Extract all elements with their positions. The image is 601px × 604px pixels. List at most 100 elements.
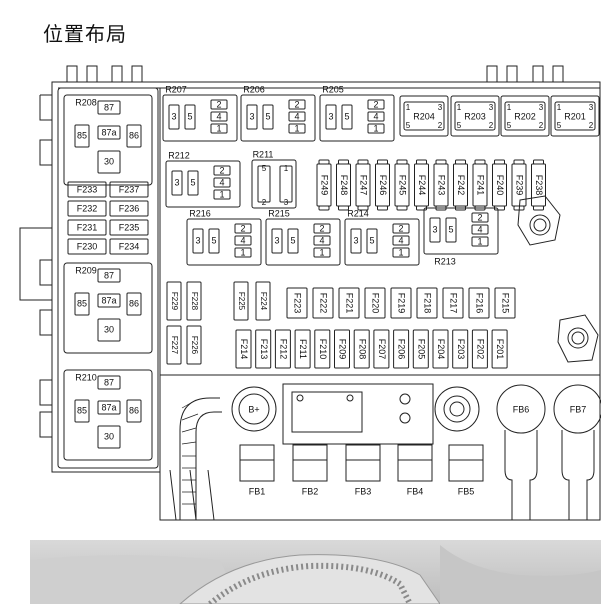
relay-pin-label: 1 bbox=[294, 123, 299, 133]
relay-label: R203 bbox=[464, 111, 486, 121]
fuse-tab bbox=[455, 205, 466, 211]
fuse-f222: F222 bbox=[312, 287, 334, 319]
fuse-body bbox=[186, 281, 202, 321]
relay-pin: 30 bbox=[104, 324, 114, 334]
relay-frame bbox=[319, 94, 395, 142]
relay-pin-30 bbox=[97, 425, 121, 449]
relay-frame bbox=[550, 95, 600, 137]
fuse-label: F245 bbox=[398, 175, 408, 196]
fuse-label: F233 bbox=[77, 184, 98, 194]
fuse-body bbox=[412, 329, 429, 369]
relay-inner bbox=[504, 101, 546, 131]
relay-frame bbox=[399, 95, 449, 137]
relay-r211 bbox=[251, 159, 297, 209]
relay-pin: 87a bbox=[101, 295, 116, 305]
fuse-label: F202 bbox=[476, 339, 486, 360]
fuse-label: F227 bbox=[170, 336, 179, 355]
relay-pin-label: 2 bbox=[216, 99, 221, 109]
relay-label: R208 bbox=[75, 97, 97, 107]
relay-pin: 86 bbox=[129, 298, 139, 308]
relay-pin bbox=[279, 165, 293, 203]
relay-pin-label: 3 bbox=[249, 111, 254, 121]
fuse-f241: F241 bbox=[472, 159, 488, 211]
fuse-tab bbox=[357, 205, 369, 211]
fuse-label: F201 bbox=[495, 339, 505, 360]
relay-pin-label: 2 bbox=[219, 165, 224, 175]
relay-pin bbox=[445, 217, 457, 243]
relay-pin: 85 bbox=[77, 298, 87, 308]
relay-pin bbox=[313, 235, 331, 246]
fuse-body bbox=[373, 329, 390, 369]
relay-pin-label: 2 bbox=[262, 198, 267, 207]
fb-label: FB2 bbox=[302, 486, 319, 496]
relay-pin-label: 5 bbox=[507, 121, 512, 130]
relay-pin-label: 3 bbox=[195, 235, 200, 245]
fuse-tab bbox=[474, 159, 486, 165]
relay-pin bbox=[429, 217, 441, 243]
relay-frame bbox=[500, 95, 550, 137]
relay-pin-label: 2 bbox=[398, 223, 403, 233]
fuse-label: F237 bbox=[119, 184, 140, 194]
relay-pin bbox=[288, 99, 306, 110]
fuse-label: F219 bbox=[397, 293, 407, 314]
relay-pin bbox=[367, 99, 385, 110]
fuse-f229: F229 bbox=[166, 281, 182, 321]
relay-pin-label: 3 bbox=[353, 235, 358, 245]
relay-label: R201 bbox=[564, 111, 586, 121]
relay-label: R210 bbox=[75, 372, 97, 382]
relay-pin-label: 2 bbox=[438, 121, 443, 130]
fuse-f217: F217 bbox=[442, 287, 464, 319]
fuse-f243: F243 bbox=[433, 159, 449, 211]
fuse-f245: F245 bbox=[394, 159, 410, 211]
relay-pin-87 bbox=[97, 268, 121, 283]
fuse-tab bbox=[533, 159, 544, 165]
relay-pin-label: 3 bbox=[171, 111, 176, 121]
relay-pin-label: 2 bbox=[319, 223, 324, 233]
fuse-f226: F226 bbox=[186, 325, 202, 365]
fuse-f213: F213 bbox=[255, 329, 272, 369]
relay-pin bbox=[392, 235, 410, 246]
relay-frame bbox=[63, 262, 153, 354]
fuse-f216: F216 bbox=[468, 287, 490, 319]
fuse-tab bbox=[377, 159, 388, 165]
fuse-tab bbox=[318, 205, 330, 211]
relay-pin-label: 5 bbox=[344, 111, 349, 121]
fuse-label: F216 bbox=[475, 293, 485, 314]
fuse-label: F218 bbox=[423, 293, 433, 314]
relay-pin bbox=[392, 223, 410, 234]
fuse-label: F241 bbox=[476, 175, 486, 196]
relay-pin bbox=[367, 111, 385, 122]
fuse-label: F220 bbox=[371, 293, 381, 314]
relay-label: R207 bbox=[165, 84, 187, 94]
fuse-label: F239 bbox=[515, 175, 525, 196]
relay-pin-label: 4 bbox=[240, 235, 245, 245]
relay-pin: 30 bbox=[104, 156, 114, 166]
relay-pin-85 bbox=[74, 399, 90, 423]
relay-pin-label: 5 bbox=[457, 121, 462, 130]
relay-frame bbox=[63, 94, 153, 186]
fuse-label: F222 bbox=[319, 293, 329, 314]
relay-pin-label: 3 bbox=[589, 103, 594, 112]
relay-pin-label: 2 bbox=[477, 212, 482, 222]
relay-pin bbox=[210, 111, 228, 122]
fuse-label: F246 bbox=[378, 175, 388, 196]
relay-pin-label: 5 bbox=[190, 177, 195, 187]
relay-label: R216 bbox=[189, 208, 211, 218]
fuse-tab bbox=[533, 205, 544, 211]
relay-pin-label: 5 bbox=[557, 121, 562, 130]
fuse-f247: F247 bbox=[355, 159, 371, 211]
fuse-f207: F207 bbox=[373, 329, 390, 369]
relay-pin-label: 3 bbox=[432, 224, 437, 234]
relay-pin bbox=[313, 247, 331, 258]
relay-pin-label: 4 bbox=[216, 111, 221, 121]
fb-label: FB1 bbox=[249, 486, 266, 496]
relay-frame bbox=[423, 207, 499, 255]
relay-label: R209 bbox=[75, 265, 97, 275]
relay-pin-label: 5 bbox=[265, 111, 270, 121]
fuse-tab bbox=[357, 159, 369, 165]
